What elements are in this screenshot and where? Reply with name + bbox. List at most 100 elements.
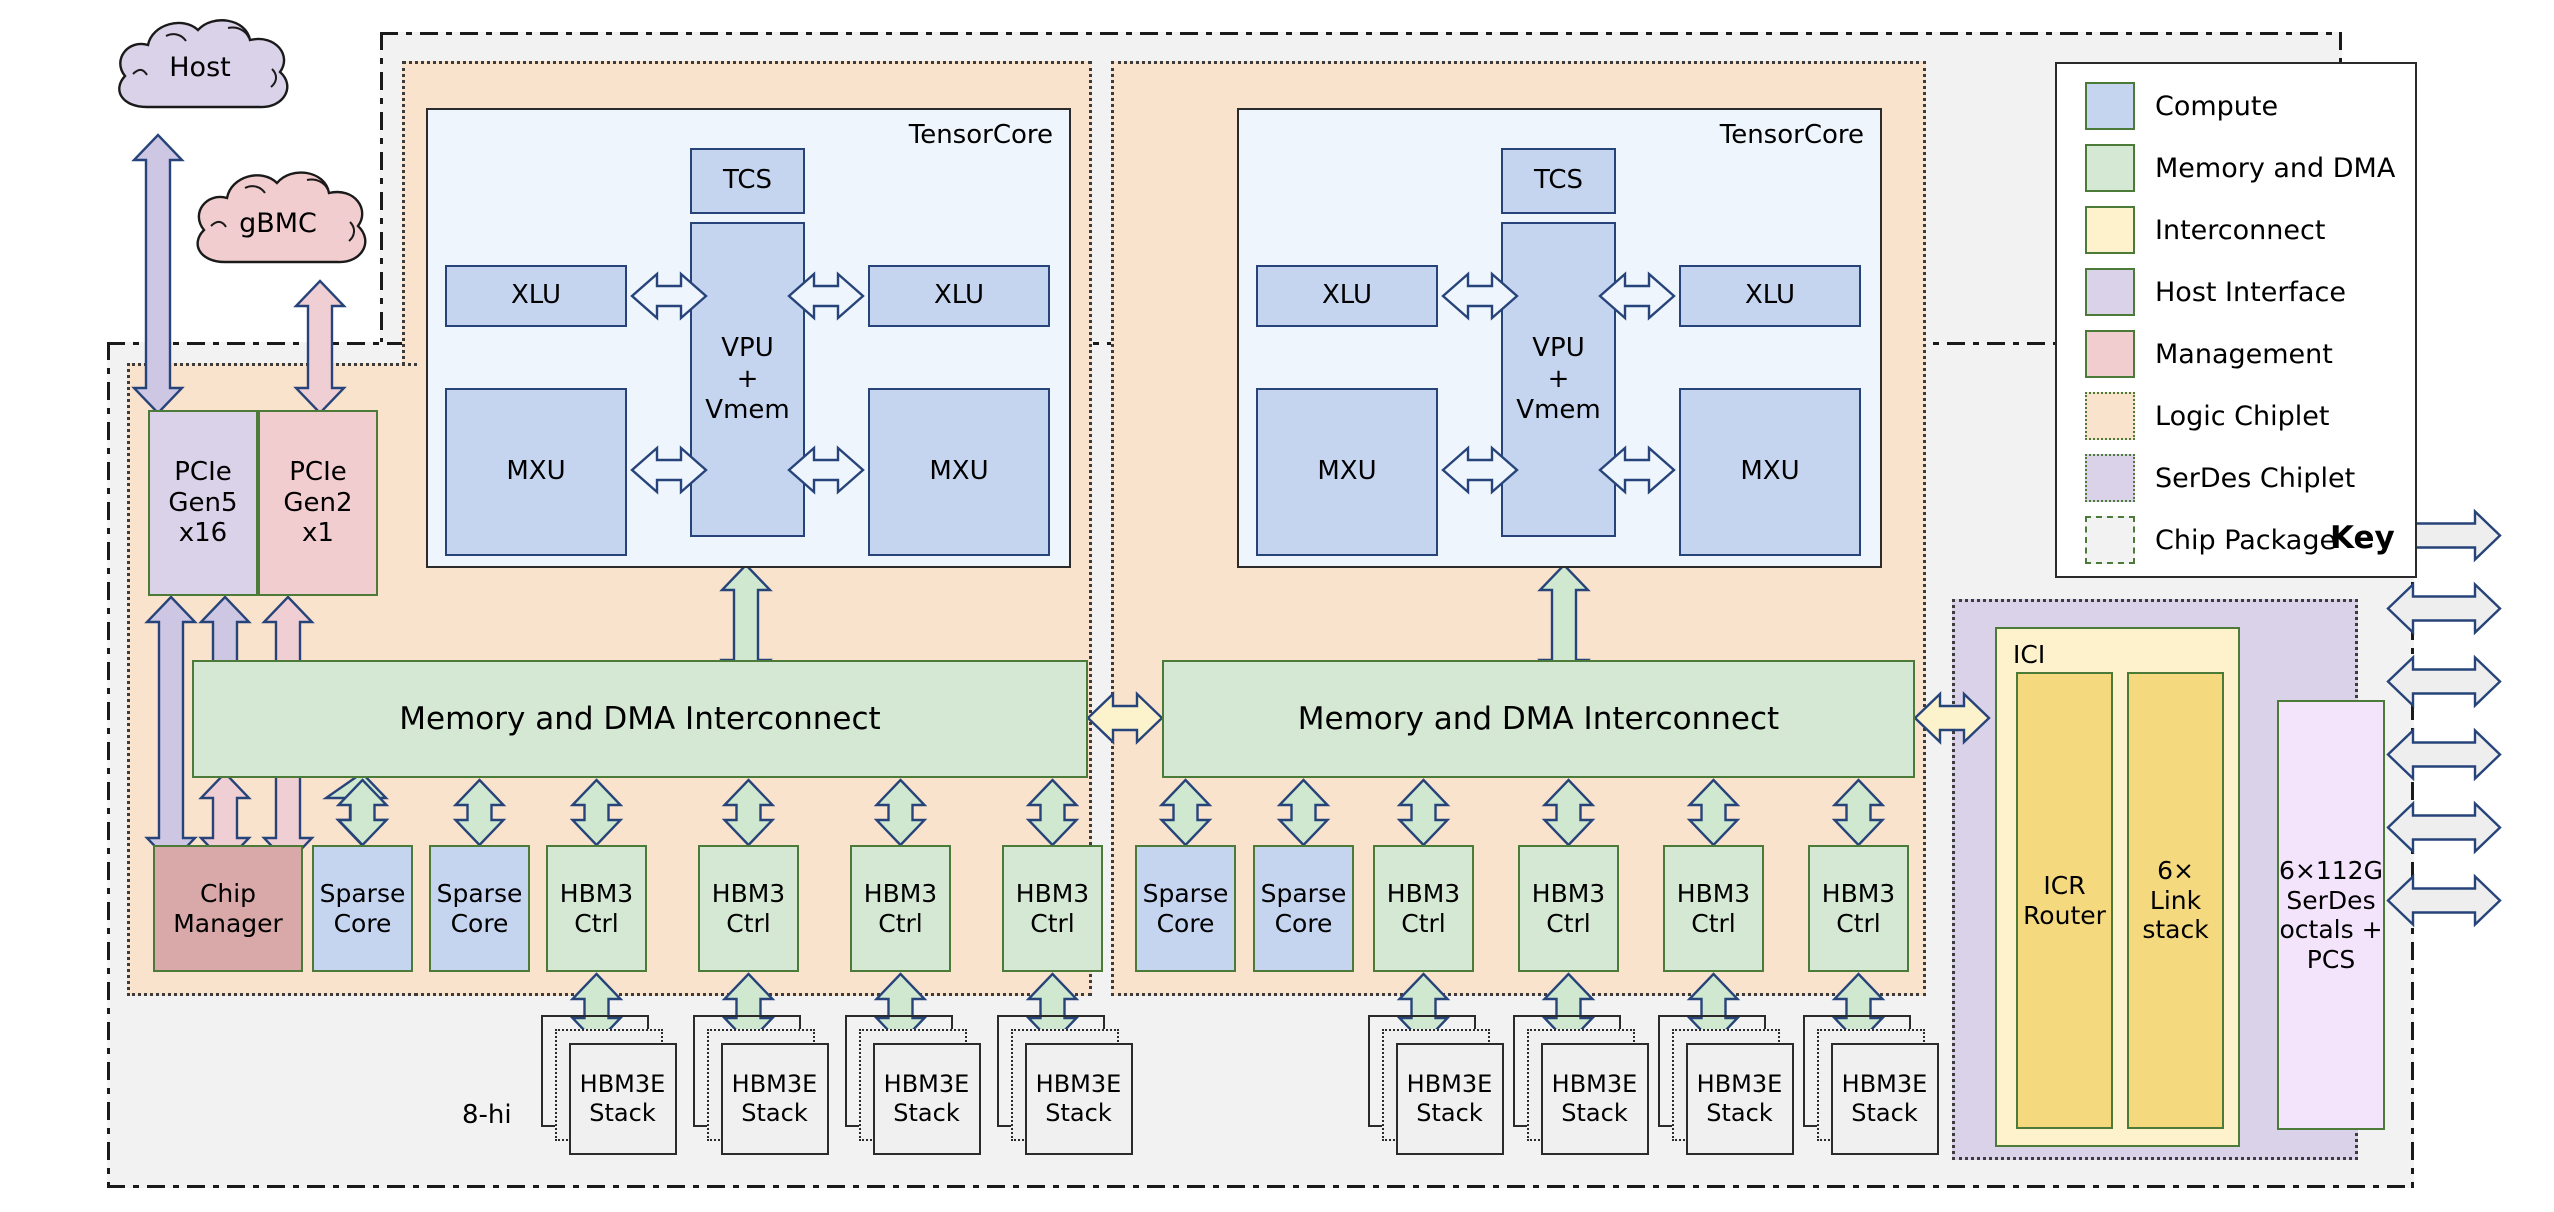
serdes-line-3: octals + xyxy=(2279,915,2383,944)
hbm3e-stack-line-2: Stack xyxy=(589,1099,656,1127)
sparse-core-line-1: Sparse xyxy=(1260,879,1347,908)
pcie-gen2-block: PCIe Gen2 x1 xyxy=(258,410,378,596)
hbm3e-stack-line-2: Stack xyxy=(1416,1099,1483,1127)
vpu-line-2: + xyxy=(1547,363,1570,394)
gbmc-cloud: gBMC xyxy=(180,160,376,290)
key-swatch xyxy=(2085,454,2135,502)
hbm3e-stack-line-2: Stack xyxy=(741,1099,808,1127)
link-stack-line-1: 6× xyxy=(2157,856,2194,886)
icr-router-block: ICR Router xyxy=(2016,672,2113,1129)
key-item-interconnect: Interconnect xyxy=(2085,206,2325,254)
key-item-compute: Compute xyxy=(2085,82,2278,130)
memory-dma-interconnect-left: Memory and DMA Interconnect xyxy=(192,660,1088,778)
hbm3e-stack-line-2: Stack xyxy=(1851,1099,1918,1127)
serdes-line-2: SerDes xyxy=(2286,885,2376,915)
key-swatch xyxy=(2085,206,2135,254)
sparse-core-line-1: Sparse xyxy=(319,879,406,908)
serdes-line-1: 6×112G xyxy=(2279,856,2383,885)
serdes-octals-pcs-block: 6×112G SerDes octals + PCS xyxy=(2277,700,2385,1130)
vpu-line-1: VPU xyxy=(721,332,774,363)
sparse-core-line-1: Sparse xyxy=(1142,879,1229,908)
hbm3e-stack-line-1: HBM3E xyxy=(883,1070,970,1099)
pcie-gen5-line-1: PCIe xyxy=(174,456,232,487)
sparse-core-line-2: Core xyxy=(333,908,392,938)
chip-manager-line-1: Chip xyxy=(199,879,257,908)
hbm3-ctrl-line-1: HBM3 xyxy=(711,879,786,908)
hbm3e-stack-line-1: HBM3E xyxy=(1035,1070,1122,1099)
tensorcore-1-label: TensorCore xyxy=(908,120,1053,150)
sparse-core-line-1: Sparse xyxy=(436,879,523,908)
hbm3e-stack-line-1: HBM3E xyxy=(1841,1070,1928,1099)
hbm3-ctrl-line-2: Ctrl xyxy=(878,908,923,938)
key-swatch xyxy=(2085,330,2135,378)
hbm3e-stack-line-2: Stack xyxy=(1561,1099,1628,1127)
pcie-gen5-block: PCIe Gen5 x16 xyxy=(148,410,258,596)
vpu-line-1: VPU xyxy=(1532,332,1585,363)
hbm3-ctrl-line-2: Ctrl xyxy=(1691,908,1736,938)
vpu-line-3: Vmem xyxy=(1516,395,1601,426)
hbm3e-stack-line-2: Stack xyxy=(1045,1099,1112,1127)
link-stack-block: 6× Link stack xyxy=(2127,672,2224,1129)
hbm3e-stack-line-1: HBM3E xyxy=(579,1070,666,1099)
key-swatch xyxy=(2085,144,2135,192)
gbmc-cloud-label: gBMC xyxy=(239,208,317,239)
hbm3-ctrl-line-1: HBM3 xyxy=(1015,879,1090,908)
vpu-line-3: Vmem xyxy=(705,395,790,426)
hbm3e-stack-line-1: HBM3E xyxy=(1406,1070,1493,1099)
tensorcore-1-xlu-right: XLU xyxy=(868,265,1050,327)
hbm3-ctrl-line-2: Ctrl xyxy=(1836,908,1881,938)
key-item-chip-package: Chip Package xyxy=(2085,516,2336,564)
hbm3e-stack-line-2: Stack xyxy=(893,1099,960,1127)
key-label: Compute xyxy=(2155,90,2279,122)
key-swatch xyxy=(2085,268,2135,316)
sparse-core-line-2: Core xyxy=(1274,908,1333,938)
key-label: Interconnect xyxy=(2155,214,2326,246)
tensorcore-1-mxu-right: MXU xyxy=(868,388,1050,556)
tensorcore-1-xlu-left: XLU xyxy=(445,265,627,327)
pcie-gen2-line-1: PCIe xyxy=(289,456,347,487)
key-label: Management xyxy=(2155,338,2333,370)
sparse-core-line-2: Core xyxy=(1156,908,1215,938)
pcie-gen2-line-2: Gen2 xyxy=(283,487,353,518)
hbm3-ctrl-line-1: HBM3 xyxy=(1531,879,1606,908)
link-stack-line-3: stack xyxy=(2142,915,2209,945)
tensorcore-1-mxu-left: MXU xyxy=(445,388,627,556)
hbm3e-stack-line-2: Stack xyxy=(1706,1099,1773,1127)
hbm3e-stack-line-1: HBM3E xyxy=(731,1070,818,1099)
hbm3e-stack-line-1: HBM3E xyxy=(1696,1070,1783,1099)
pcie-gen2-line-3: x1 xyxy=(302,518,334,549)
key-swatch xyxy=(2085,516,2135,564)
tensorcore-2-xlu-left: XLU xyxy=(1256,265,1438,327)
key-label: Logic Chiplet xyxy=(2155,400,2330,432)
key-item-management: Management xyxy=(2085,330,2333,378)
hbm3-ctrl-line-2: Ctrl xyxy=(1546,908,1591,938)
serdes-line-4: PCS xyxy=(2306,944,2356,974)
icr-router-line-1: ICR xyxy=(2043,871,2086,900)
hbm3-ctrl-line-1: HBM3 xyxy=(559,879,634,908)
tensorcore-2-tcs: TCS xyxy=(1501,148,1616,214)
hbm3-ctrl-line-1: HBM3 xyxy=(1821,879,1896,908)
key-label: Chip Package xyxy=(2155,524,2337,556)
key-label: SerDes Chiplet xyxy=(2155,462,2356,494)
hbm3-ctrl-line-1: HBM3 xyxy=(1386,879,1461,908)
key-label: Memory and DMA xyxy=(2155,152,2396,184)
tensorcore-2-xlu-right: XLU xyxy=(1679,265,1861,327)
